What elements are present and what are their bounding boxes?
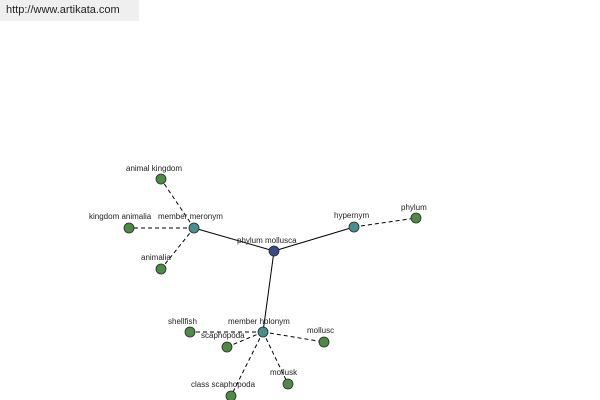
node-sc[interactable] — [221, 341, 233, 353]
node-label-an[interactable]: animalia — [141, 253, 171, 262]
node-mk[interactable] — [282, 378, 294, 390]
node-label-mc[interactable]: mollusc — [307, 326, 334, 335]
node-label-center[interactable]: phylum mollusca — [237, 236, 297, 245]
edge-meronym-ak — [160, 178, 195, 229]
edge-hypernym-ph — [353, 217, 417, 228]
node-label-meronym[interactable]: member meronym — [158, 212, 223, 221]
edge-holonym-mc — [262, 331, 325, 343]
edge-center-hypernym — [273, 226, 355, 252]
edge-meronym-an — [160, 227, 195, 270]
node-ka[interactable] — [123, 222, 135, 234]
labels-layer: phylum mollusca member meronym hypernym mem… — [89, 164, 427, 389]
node-label-ka[interactable]: kingdom animalia — [89, 212, 152, 221]
node-center[interactable] — [268, 245, 280, 257]
edges-layer — [129, 178, 417, 397]
node-hypernym[interactable] — [348, 221, 360, 233]
node-label-cs[interactable]: class scaphopoda — [191, 380, 256, 389]
node-label-sc[interactable]: scaphopoda — [201, 331, 245, 340]
edge-center-meronym — [193, 227, 275, 252]
node-label-ak[interactable]: animal kingdom — [126, 164, 182, 173]
site-url[interactable]: http://www.artikata.com — [0, 0, 139, 21]
node-cs[interactable] — [225, 390, 237, 400]
node-ak[interactable] — [155, 173, 167, 185]
nodes-layer — [123, 173, 422, 400]
node-mc[interactable] — [318, 336, 330, 348]
edge-holonym-mk — [262, 331, 289, 385]
node-label-sh[interactable]: shellfish — [168, 317, 197, 326]
edge-holonym-cs — [230, 331, 264, 397]
node-label-ph[interactable]: phylum — [401, 203, 427, 212]
node-label-holonym[interactable]: member holonym — [228, 317, 290, 326]
node-label-mk[interactable]: mollusk — [270, 368, 298, 377]
node-label-hypernym[interactable]: hypernym — [334, 211, 369, 220]
node-ph[interactable] — [410, 212, 422, 224]
node-sh[interactable] — [184, 326, 196, 338]
node-holonym[interactable] — [257, 326, 269, 338]
node-an[interactable] — [155, 263, 167, 275]
edge-center-holonym — [262, 250, 275, 333]
node-meronym[interactable] — [188, 222, 200, 234]
